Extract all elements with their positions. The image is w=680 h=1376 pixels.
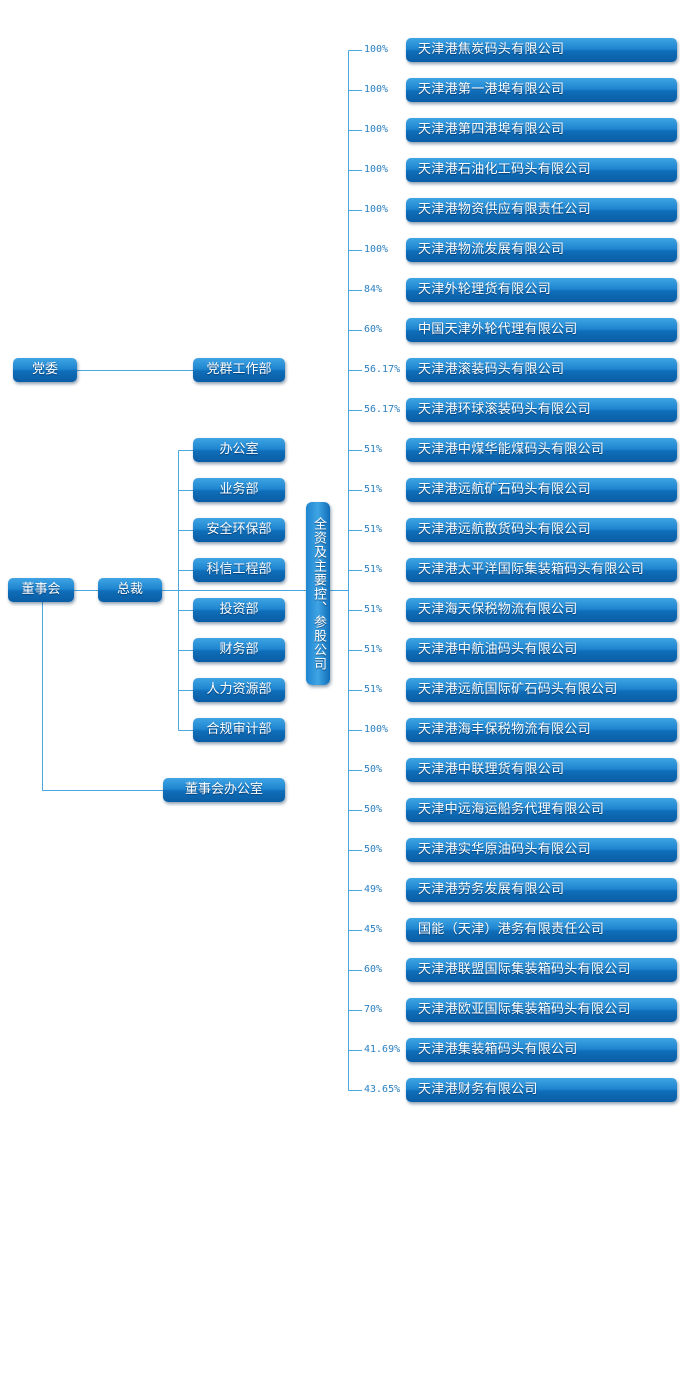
company-box[interactable]: 天津港财务有限公司 xyxy=(406,1078,677,1102)
company-box[interactable]: 天津港联盟国际集装箱码头有限公司 xyxy=(406,958,677,982)
company-box[interactable]: 天津外轮理货有限公司 xyxy=(406,278,677,302)
ownership-percent: 56.17% xyxy=(364,404,401,415)
ownership-percent: 51% xyxy=(364,684,383,695)
ownership-percent: 100% xyxy=(364,44,389,55)
department-box[interactable]: 人力资源部 xyxy=(193,678,285,702)
department-box[interactable]: 安全环保部 xyxy=(193,518,285,542)
ownership-percent: 43.65% xyxy=(364,1084,401,1095)
company-box[interactable]: 天津港石油化工码头有限公司 xyxy=(406,158,677,182)
company-box[interactable]: 天津港环球滚装码头有限公司 xyxy=(406,398,677,422)
company-box[interactable]: 天津港中航油码头有限公司 xyxy=(406,638,677,662)
ownership-percent: 51% xyxy=(364,564,383,575)
company-box[interactable]: 天津港欧亚国际集装箱码头有限公司 xyxy=(406,998,677,1022)
ownership-percent: 45% xyxy=(364,924,383,935)
company-box[interactable]: 天津港滚装码头有限公司 xyxy=(406,358,677,382)
party-committee-box[interactable]: 党委 xyxy=(13,358,77,382)
company-box[interactable]: 天津港中联理货有限公司 xyxy=(406,758,677,782)
department-box[interactable]: 办公室 xyxy=(193,438,285,462)
company-box[interactable]: 国能（天津）港务有限责任公司 xyxy=(406,918,677,942)
company-box[interactable]: 天津港中煤华能煤码头有限公司 xyxy=(406,438,677,462)
ownership-percent: 56.17% xyxy=(364,364,401,375)
ownership-percent: 84% xyxy=(364,284,383,295)
ownership-percent: 100% xyxy=(364,164,389,175)
ownership-percent: 100% xyxy=(364,244,389,255)
subsidiaries-group-box[interactable]: 全资及主要控、参股公司 xyxy=(306,502,330,685)
company-box[interactable]: 天津港太平洋国际集装箱码头有限公司 xyxy=(406,558,677,582)
department-box[interactable]: 业务部 xyxy=(193,478,285,502)
company-box[interactable]: 天津港实华原油码头有限公司 xyxy=(406,838,677,862)
company-box[interactable]: 天津港远航国际矿石码头有限公司 xyxy=(406,678,677,702)
subsidiaries-group-label: 全资及主要控、参股公司 xyxy=(311,516,326,671)
company-box[interactable]: 天津港第四港埠有限公司 xyxy=(406,118,677,142)
party-work-dept-box[interactable]: 党群工作部 xyxy=(193,358,285,382)
ownership-percent: 51% xyxy=(364,484,383,495)
ownership-percent: 100% xyxy=(364,204,389,215)
department-box[interactable]: 投资部 xyxy=(193,598,285,622)
ownership-percent: 51% xyxy=(364,524,383,535)
board-office-box[interactable]: 董事会办公室 xyxy=(163,778,285,802)
company-box[interactable]: 天津港远航散货码头有限公司 xyxy=(406,518,677,542)
ownership-percent: 51% xyxy=(364,644,383,655)
company-box[interactable]: 天津港海丰保税物流有限公司 xyxy=(406,718,677,742)
company-box[interactable]: 天津港劳务发展有限公司 xyxy=(406,878,677,902)
department-box[interactable]: 财务部 xyxy=(193,638,285,662)
company-box[interactable]: 天津港焦炭码头有限公司 xyxy=(406,38,677,62)
board-box[interactable]: 董事会 xyxy=(8,578,74,602)
company-box[interactable]: 天津港物流发展有限公司 xyxy=(406,238,677,262)
ownership-percent: 50% xyxy=(364,844,383,855)
ownership-percent: 51% xyxy=(364,604,383,615)
ownership-percent: 49% xyxy=(364,884,383,895)
company-box[interactable]: 天津海天保税物流有限公司 xyxy=(406,598,677,622)
ownership-percent: 70% xyxy=(364,1004,383,1015)
ownership-percent: 100% xyxy=(364,724,389,735)
company-box[interactable]: 天津中远海运船务代理有限公司 xyxy=(406,798,677,822)
ownership-percent: 60% xyxy=(364,324,383,335)
company-box[interactable]: 天津港集装箱码头有限公司 xyxy=(406,1038,677,1062)
department-box[interactable]: 合规审计部 xyxy=(193,718,285,742)
department-box[interactable]: 科信工程部 xyxy=(193,558,285,582)
ownership-percent: 50% xyxy=(364,804,383,815)
ownership-percent: 41.69% xyxy=(364,1044,401,1055)
ownership-percent: 60% xyxy=(364,964,383,975)
ownership-percent: 100% xyxy=(364,124,389,135)
ownership-percent: 50% xyxy=(364,764,383,775)
company-box[interactable]: 天津港第一港埠有限公司 xyxy=(406,78,677,102)
ownership-percent: 51% xyxy=(364,444,383,455)
company-box[interactable]: 中国天津外轮代理有限公司 xyxy=(406,318,677,342)
company-box[interactable]: 天津港远航矿石码头有限公司 xyxy=(406,478,677,502)
ownership-percent: 100% xyxy=(364,84,389,95)
president-box[interactable]: 总裁 xyxy=(98,578,162,602)
company-box[interactable]: 天津港物资供应有限责任公司 xyxy=(406,198,677,222)
